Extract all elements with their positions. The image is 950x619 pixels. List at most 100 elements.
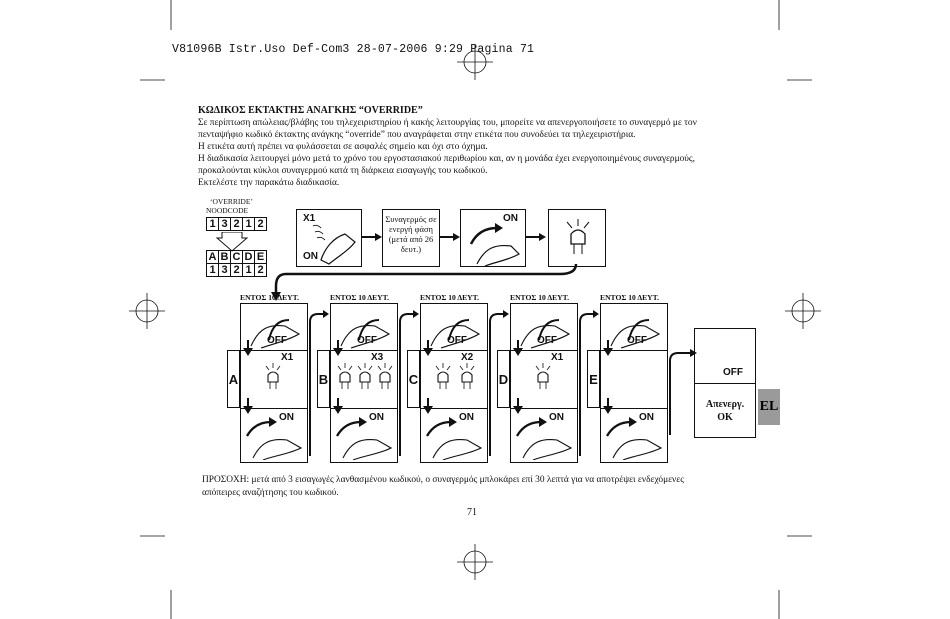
divider: [241, 408, 307, 409]
led-icon: [377, 363, 393, 389]
step-led-blink: [548, 209, 606, 267]
arrow-right-icon: [526, 233, 546, 241]
within-10s-label: ΕΝΤΟΣ 10 ΔΕΥΤ.: [420, 293, 480, 302]
down-arrow-icon: [603, 340, 613, 356]
alarm-active-text: Συναγερμός σε ενεργή φάση (μετά από 26 δ…: [385, 214, 437, 254]
within-10s-label: ΕΝΤΟΣ 10 ΔΕΥΤ.: [600, 293, 660, 302]
x1-label: X1: [303, 213, 316, 224]
on-label: ON: [459, 412, 474, 423]
code-letter: B: [317, 350, 330, 408]
within-10s-label: ΕΝΤΟΣ 10 ΔΕΥΤ.: [330, 293, 390, 302]
on-label: ON: [639, 412, 654, 423]
down-arrow-icon: [243, 398, 253, 414]
divider: [331, 350, 397, 351]
led-icon: [435, 363, 451, 389]
code-letter: A: [227, 350, 240, 408]
code-digit: 2: [254, 217, 267, 231]
down-arrow-icon: [513, 398, 523, 414]
flow-connector: [579, 310, 599, 456]
down-arrow-icon: [423, 398, 433, 414]
paragraph-3: Η ετικέτα αυτή πρέπει να φυλάσσεται σε α…: [198, 142, 488, 152]
on-label: ON: [279, 412, 294, 423]
ignition-key-icon: [469, 223, 520, 266]
down-arrow-icon: [243, 340, 253, 356]
led-icon: [459, 363, 475, 389]
paragraph-6: Εκτελέστε την παρακάτω διαδικασία.: [198, 178, 340, 188]
within-10s-label: ΕΝΤΟΣ 10 ΔΕΥΤ.: [510, 293, 570, 302]
result-text: Απενεργ.: [705, 399, 745, 410]
flow-connector: [669, 349, 697, 435]
divider: [331, 408, 397, 409]
paragraph-1: Σε περίπτωση απώλειας/βλάβης του τηλεχει…: [198, 118, 697, 128]
down-arrow-icon: [216, 232, 248, 252]
step-key-on: ON: [460, 209, 526, 267]
down-arrow-icon: [513, 340, 523, 356]
result-ok: OK: [717, 412, 733, 423]
led-icon: [337, 363, 353, 389]
flow-connector: [489, 310, 509, 456]
count-label: X3: [371, 352, 384, 363]
on-label: ON: [303, 251, 318, 262]
step-alarm-active: Συναγερμός σε ενεργή φάση (μετά από 26 δ…: [382, 209, 440, 267]
led-icon: [357, 363, 373, 389]
divider: [695, 383, 755, 384]
down-arrow-icon: [423, 340, 433, 356]
off-label: OFF: [267, 335, 287, 346]
on-label: ON: [369, 412, 384, 423]
within-10s-label: ΕΝΤΟΣ 10 ΔΕΥΤ.: [240, 293, 300, 302]
code-letter: C: [407, 350, 420, 408]
paragraph-4: Η διαδικασία λειτουργεί μόνο μετά το χρό…: [198, 154, 695, 164]
off-label: OFF: [723, 367, 743, 378]
key-off-icon: [340, 319, 391, 349]
note-line: απόπειρες αναζήτησης του κωδικού.: [202, 487, 339, 498]
on-label: ON: [549, 412, 564, 423]
key-on-icon: [606, 417, 663, 460]
noodcode-label: NOODCODE: [206, 206, 249, 215]
paragraph-5: προκαλούνται κύκλοι συναγερμού κατά τη δ…: [198, 166, 488, 176]
key-off-icon: [250, 319, 301, 349]
code-letter: E: [587, 350, 600, 408]
down-arrow-icon: [333, 340, 343, 356]
result-box: OFF Απενεργ. OK: [694, 328, 756, 438]
arrow-right-icon: [362, 233, 382, 241]
divider: [601, 350, 667, 351]
divider: [511, 350, 577, 351]
divider: [241, 350, 307, 351]
divider: [421, 408, 487, 409]
led-icon: [535, 363, 551, 389]
key-on-icon: [246, 417, 303, 460]
off-label: OFF: [627, 335, 647, 346]
language-badge: EL: [758, 389, 780, 425]
off-label: OFF: [447, 335, 467, 346]
off-label: OFF: [537, 335, 557, 346]
flow-connector: [271, 263, 578, 301]
count-label: X1: [281, 352, 294, 363]
print-header: V81096B Istr.Uso Def-Com3 28-07-2006 9:2…: [172, 43, 535, 56]
procedure-column: OFF ON X2: [420, 303, 488, 463]
flow-connector: [309, 310, 329, 456]
procedure-column: OFF ON X1: [510, 303, 578, 463]
arrow-right-icon: [440, 233, 460, 241]
key-hand-icon: [312, 224, 356, 265]
down-arrow-icon: [333, 398, 343, 414]
note-line: ΠΡΟΣΟΧΗ: μετά από 3 εισαγωγές λανθασμένο…: [202, 475, 684, 485]
divider: [601, 408, 667, 409]
key-on-icon: [516, 417, 573, 460]
procedure-column: OFF ON X3: [330, 303, 398, 463]
page-number: 71: [467, 507, 477, 518]
override-label: ‘OVERRIDE’: [210, 197, 253, 206]
key-off-icon: [520, 319, 571, 349]
on-label: ON: [503, 213, 518, 224]
key-on-icon: [426, 417, 483, 460]
procedure-column: OFF ON: [600, 303, 668, 463]
off-label: OFF: [357, 335, 377, 346]
code-letter: D: [497, 350, 510, 408]
section-title: ΚΩΔΙΚΟΣ ΕΚΤΑΚΤΗΣ ΑΝΑΓΚΗΣ “OVERRIDE”: [198, 105, 423, 116]
warning-note: ΠΡΟΣΟΧΗ: μετά από 3 εισαγωγές λανθασμένο…: [202, 474, 762, 499]
step-press-x1: X1 ON: [296, 209, 362, 267]
count-label: X1: [551, 352, 564, 363]
led-icon: [566, 219, 590, 254]
